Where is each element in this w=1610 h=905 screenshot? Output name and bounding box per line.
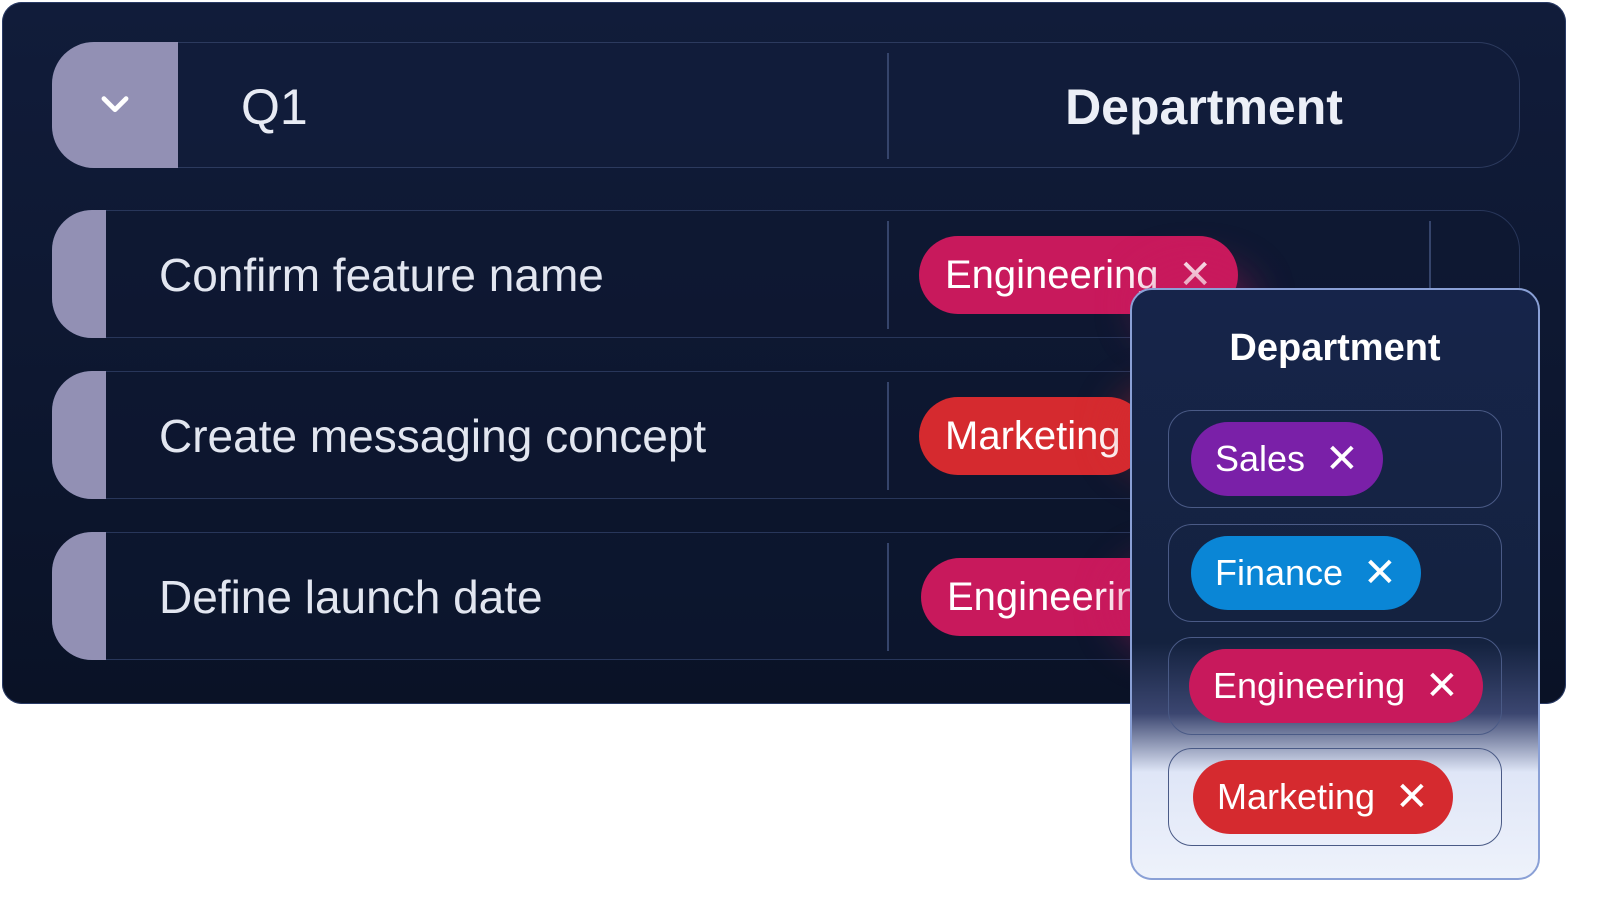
option-tag[interactable]: Finance ✕	[1191, 536, 1421, 610]
column-divider	[887, 53, 889, 159]
dropdown-title: Department	[1229, 327, 1441, 369]
tag-label: Engineering	[1213, 665, 1406, 706]
group-title: Q1	[241, 79, 308, 135]
row-label[interactable]: Create messaging concept	[159, 410, 707, 462]
row-drag-handle[interactable]	[51, 531, 106, 660]
column-header-department[interactable]: Department	[1065, 79, 1343, 135]
close-icon[interactable]: ✕	[1425, 664, 1459, 708]
row-drag-handle[interactable]	[51, 370, 106, 499]
chevron-down-icon	[101, 95, 128, 112]
option-tag[interactable]: Engineering ✕	[1189, 649, 1483, 723]
department-dropdown[interactable]: Department Sales ✕ Finance ✕ Engineering…	[1130, 288, 1540, 880]
tag-label: Marketing	[945, 413, 1121, 458]
column-divider	[1429, 221, 1431, 329]
column-divider	[887, 543, 889, 651]
group-header: Q1 Department	[51, 41, 1520, 168]
tag-label: Finance	[1215, 552, 1344, 593]
dropdown-option-sales[interactable]: Sales ✕	[1168, 410, 1502, 508]
dropdown-option-finance[interactable]: Finance ✕	[1168, 524, 1502, 622]
close-icon[interactable]: ✕	[1325, 437, 1359, 481]
department-tag[interactable]: Marketing	[919, 397, 1147, 475]
close-icon[interactable]: ✕	[1363, 551, 1397, 595]
dropdown-option-marketing[interactable]: Marketing ✕	[1168, 748, 1502, 846]
row-drag-handle[interactable]	[51, 209, 106, 338]
tag-label: Engineering	[945, 252, 1159, 297]
option-tag[interactable]: Sales ✕	[1191, 422, 1383, 496]
column-divider	[887, 382, 889, 490]
tag-label: Sales	[1215, 438, 1306, 479]
close-icon[interactable]: ✕	[1395, 775, 1429, 819]
tag-label: Marketing	[1217, 776, 1376, 817]
option-tag[interactable]: Marketing ✕	[1193, 760, 1453, 834]
collapse-group-button[interactable]	[51, 41, 178, 168]
column-divider	[887, 221, 889, 329]
row-label[interactable]: Confirm feature name	[159, 249, 604, 301]
row-label[interactable]: Define launch date	[159, 571, 543, 623]
tag-label: Engineering	[947, 574, 1161, 619]
dropdown-option-engineering[interactable]: Engineering ✕	[1168, 637, 1502, 735]
